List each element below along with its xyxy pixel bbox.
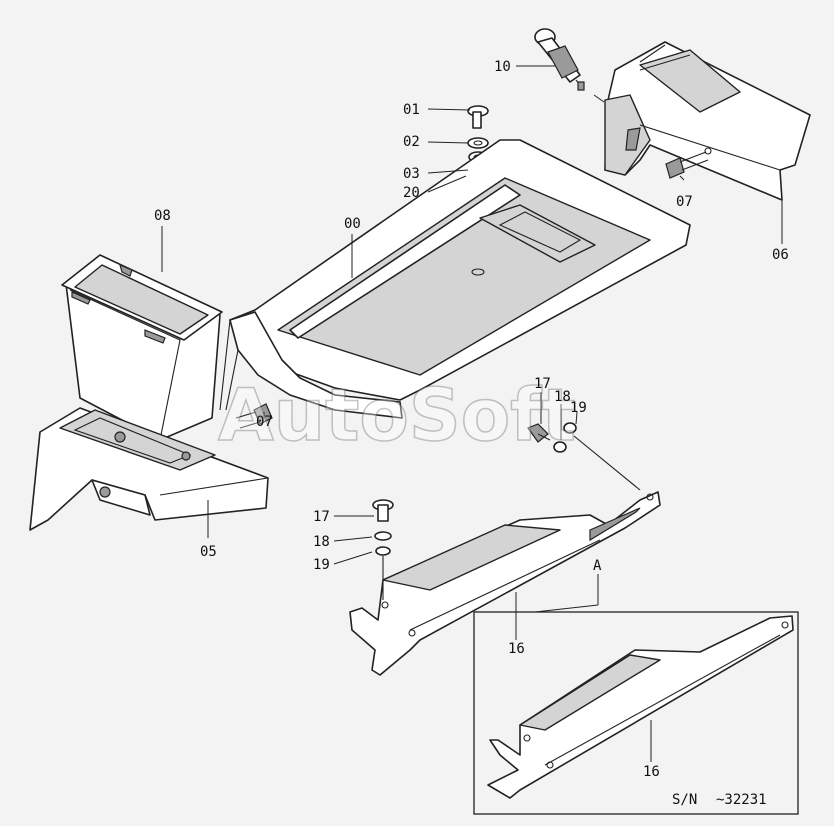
label-part-16-inset: 16 <box>643 764 660 780</box>
label-part-18-upper: 18 <box>554 389 571 405</box>
label-view-a: A <box>593 558 602 574</box>
watermark-text: AutoSoft <box>218 373 576 457</box>
serial-prefix: S/N <box>672 792 697 808</box>
inset-variant-box <box>473 611 799 815</box>
bolt-part-07-left <box>235 403 273 429</box>
label-part-20: 20 <box>403 185 420 201</box>
label-part-10: 10 <box>494 59 511 75</box>
storage-box-part-08 <box>61 254 223 441</box>
plate-part-16 <box>349 491 661 676</box>
bracket-part-05 <box>29 407 269 531</box>
label-part-01: 01 <box>403 102 420 118</box>
rear-cover-part-06 <box>604 41 811 201</box>
leader-lines <box>161 65 783 762</box>
label-part-06: 06 <box>772 247 789 263</box>
label-part-03: 03 <box>403 166 420 182</box>
label-part-00: 00 <box>344 216 361 232</box>
serial-range: ~32231 <box>716 792 767 808</box>
label-part-17-upper: 17 <box>534 376 551 392</box>
label-part-16: 16 <box>508 641 525 657</box>
label-part-19-upper: 19 <box>570 400 587 416</box>
label-part-18-lower: 18 <box>313 534 330 550</box>
bolt-washer-lower <box>372 499 394 600</box>
label-part-08: 08 <box>154 208 171 224</box>
label-part-05: 05 <box>200 544 217 560</box>
label-part-07-right: 07 <box>676 194 693 210</box>
label-part-19-lower: 19 <box>313 557 330 573</box>
label-part-07-left: 07 <box>256 414 273 430</box>
socket-part-10 <box>534 28 585 91</box>
label-part-17-lower: 17 <box>313 509 330 525</box>
console-part-00 <box>219 139 691 419</box>
label-part-02: 02 <box>403 134 420 150</box>
bolt-washer-upper-right <box>527 422 641 491</box>
bolt-part-07-right <box>665 147 712 179</box>
